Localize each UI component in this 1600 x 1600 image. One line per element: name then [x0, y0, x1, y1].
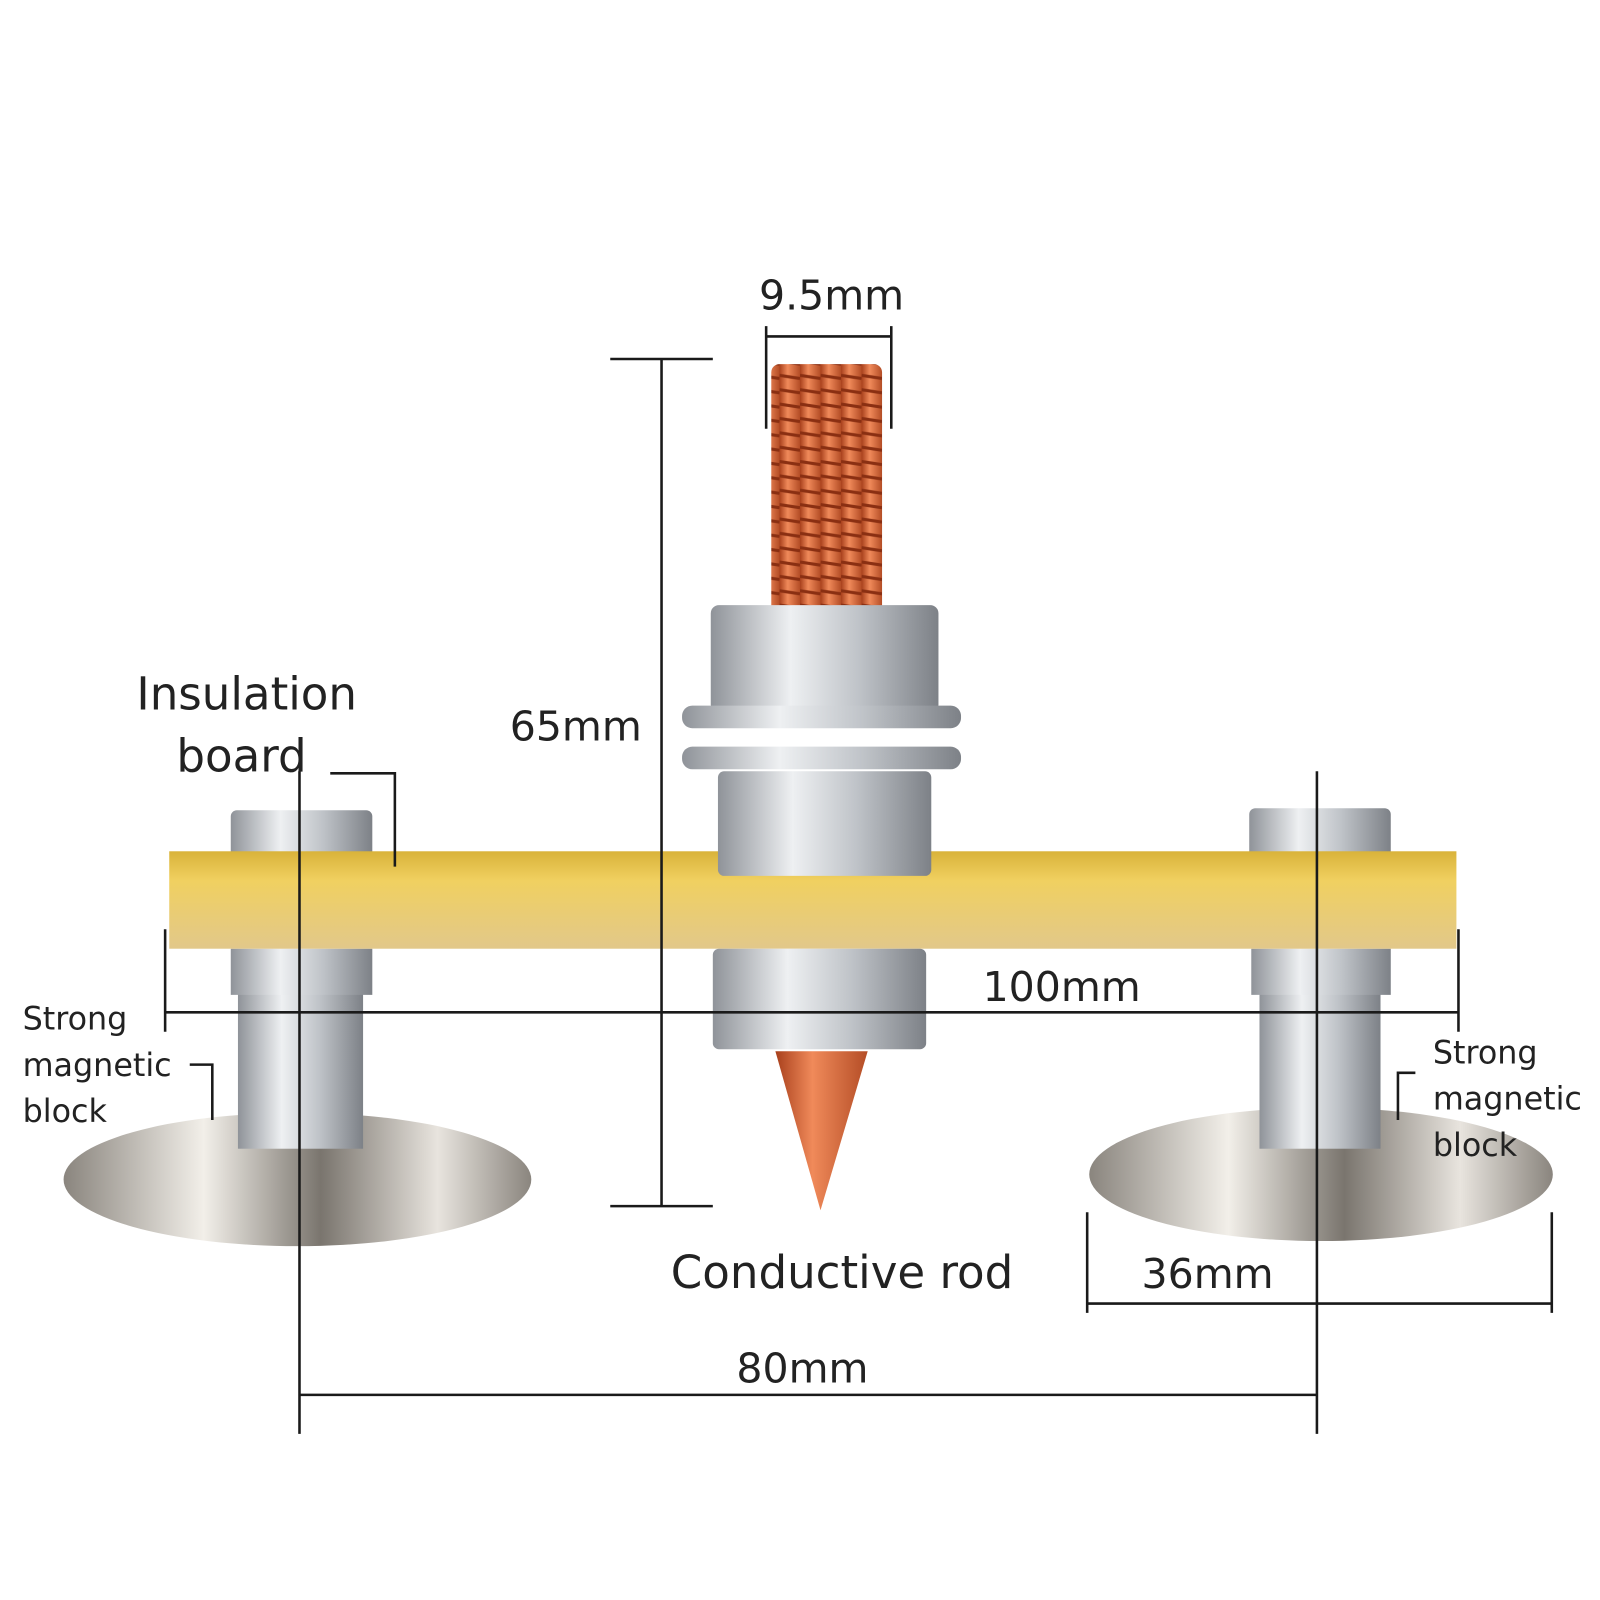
- left-magnet-label-1: Strong: [23, 1001, 128, 1038]
- conductive-rod: [682, 364, 962, 1211]
- insulation-board-label-2: board: [176, 729, 306, 782]
- conductive-rod-label: Conductive rod: [671, 1246, 1014, 1299]
- right-magnetic-block: [1089, 808, 1553, 1242]
- right-magnet-label-3: block: [1433, 1127, 1518, 1164]
- thread-diameter-label: 9.5mm: [759, 272, 904, 320]
- left-magnet-label-3: block: [23, 1093, 108, 1130]
- right-magnet-label-2: magnetic: [1433, 1081, 1582, 1118]
- board-length-label: 100mm: [983, 963, 1141, 1011]
- right-magnet-label-1: Strong: [1433, 1035, 1538, 1072]
- insulation-board-label-1: Insulation: [136, 668, 357, 721]
- dimension-lines: [163, 326, 1554, 1434]
- magnet-spacing-label: 80mm: [736, 1345, 868, 1393]
- height-label: 65mm: [510, 703, 642, 751]
- magnet-diameter-label: 36mm: [1142, 1250, 1274, 1298]
- left-magnet-label-2: magnetic: [23, 1047, 172, 1084]
